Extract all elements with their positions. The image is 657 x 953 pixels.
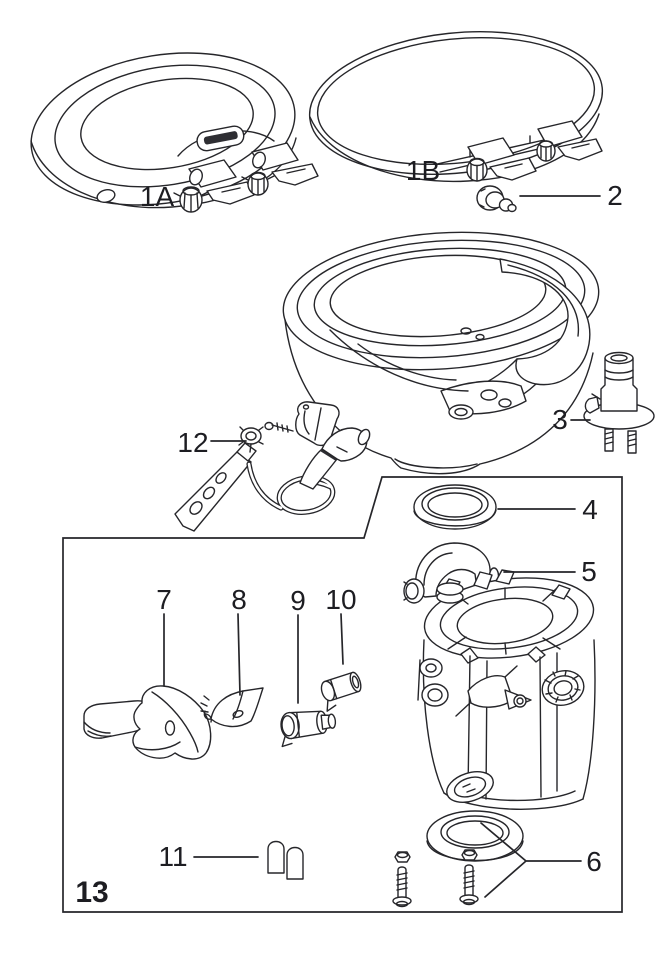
part-8-art: [200, 687, 264, 728]
brand-badge: [196, 125, 245, 152]
part-label-7: 7: [156, 584, 172, 615]
part-2-art: [476, 185, 517, 213]
part-label-10: 10: [325, 584, 357, 615]
base-body-art: [417, 569, 596, 810]
part-label-13: 13: [75, 876, 109, 909]
part-12-art: [174, 401, 371, 532]
part-label-4: 4: [582, 494, 598, 525]
part-label-9: 9: [290, 585, 306, 616]
part-13-box-outline: [62, 476, 623, 913]
part-11-art: [267, 840, 304, 880]
part-label-1a: 1A: [139, 181, 175, 212]
part-label-2: 2: [607, 180, 623, 211]
part-label-12: 12: [177, 427, 209, 458]
part-label-1b: 1B: [405, 155, 441, 186]
part-3-art: [583, 351, 655, 454]
part-1a-art: [30, 52, 319, 213]
bowl-art: [282, 231, 600, 475]
part-label-5: 5: [581, 556, 597, 587]
part-4-art: [413, 484, 497, 530]
part-label-6: 6: [586, 846, 602, 877]
part-7-art: [83, 685, 212, 760]
leader-lines: [163, 195, 601, 898]
part-9-art: [280, 710, 337, 748]
part-label-3: 3: [552, 404, 568, 435]
part-10-art: [320, 671, 362, 712]
part-label-8: 8: [231, 584, 247, 615]
part-1b-art: [308, 31, 604, 183]
part-6-art: [392, 810, 524, 908]
part-label-11: 11: [158, 841, 188, 872]
